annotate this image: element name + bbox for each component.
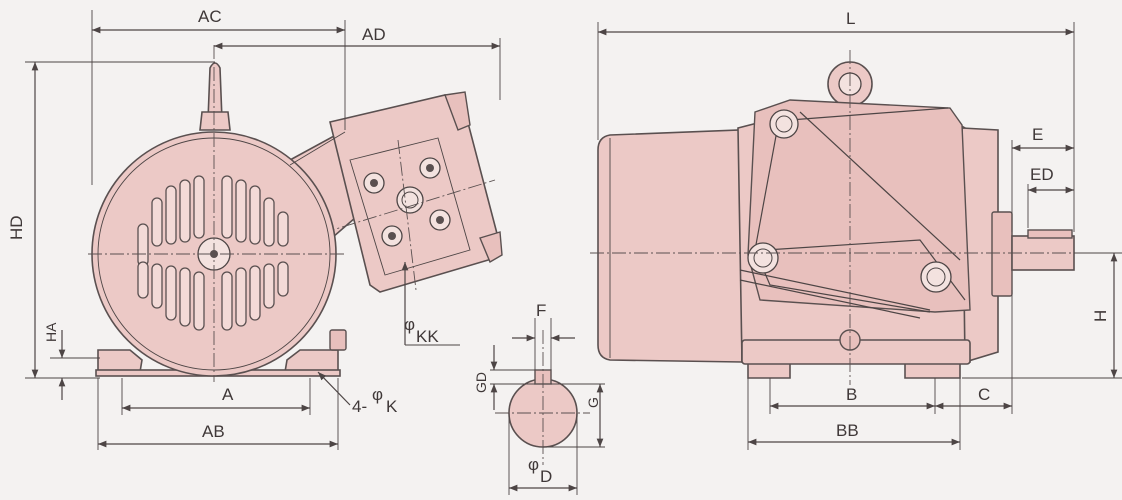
side-bolt-1: [769, 109, 799, 139]
dim-F: F: [536, 301, 546, 320]
dim-G: G: [585, 397, 601, 408]
front-dimensions: [25, 10, 501, 450]
dim-H: H: [1091, 310, 1110, 322]
dim-L: L: [846, 9, 855, 28]
dim-AD: AD: [362, 25, 386, 44]
dim-AB: AB: [202, 422, 225, 441]
dim-C: C: [978, 385, 990, 404]
fan-cover-slots: [137, 175, 289, 331]
left-foot: [97, 349, 143, 373]
fan-cover: [597, 129, 743, 363]
dim-E: E: [1032, 125, 1043, 144]
dim-HA: HA: [43, 322, 59, 342]
dim-D-phi: φ: [528, 455, 539, 474]
dim-K: K: [386, 397, 398, 416]
side-dimensions: [597, 22, 1122, 450]
ground-bolt: [329, 329, 347, 351]
right-foot: [284, 349, 339, 373]
dim-KK-phi: φ: [404, 315, 415, 334]
dim-K-prefix: 4-: [352, 397, 367, 416]
dim-KK: KK: [416, 327, 439, 346]
dim-A: A: [222, 385, 234, 404]
dim-ED: ED: [1030, 165, 1054, 184]
dim-B: B: [846, 385, 857, 404]
front-view: [88, 45, 503, 382]
dim-BB: BB: [836, 421, 859, 440]
shaft-section: [490, 318, 605, 495]
terminal-box: [299, 91, 503, 293]
side-bolt-2: [747, 242, 779, 274]
side-view: [590, 50, 1080, 385]
dim-K-phi: φ: [372, 385, 383, 404]
dim-D: D: [540, 467, 552, 486]
dim-GD: GD: [473, 372, 489, 393]
dim-HD: HD: [7, 215, 26, 240]
dim-AC: AC: [198, 7, 222, 26]
side-bolt-3: [920, 261, 952, 293]
lifting-eye: [207, 62, 223, 121]
